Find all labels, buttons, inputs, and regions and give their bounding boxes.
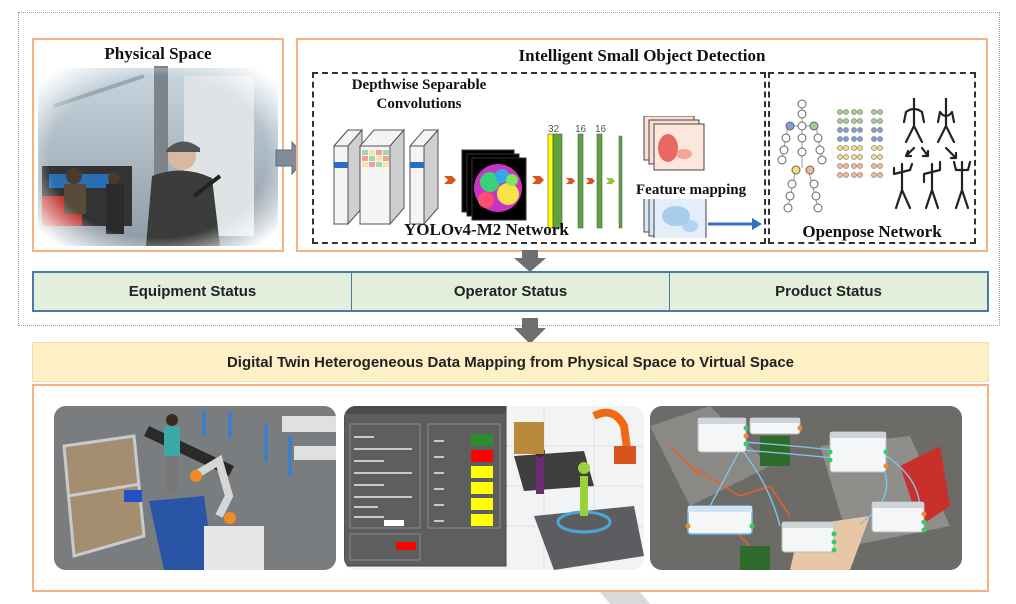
- layer-bar-out: [618, 135, 623, 229]
- flow-chevron-icon: [586, 178, 595, 184]
- graph-node: [749, 417, 803, 435]
- equipment-status-cell: Equipment Status: [34, 273, 352, 310]
- skeleton-keypoints: [777, 99, 827, 213]
- physical-space-title: Physical Space: [104, 44, 212, 63]
- detection-panel: Intelligent Small Object Detection Depth…: [296, 38, 988, 252]
- graph-node: [871, 501, 927, 533]
- status-indicator-4: [471, 498, 493, 510]
- layer-size-16b: 16: [595, 124, 607, 135]
- openpose-graphic: [777, 98, 972, 213]
- layer-bar-32: [552, 133, 563, 229]
- alarm-indicator: [396, 542, 416, 550]
- flow-chevron-icon: [532, 176, 544, 184]
- operator-status-cell: Operator Status: [352, 273, 670, 310]
- color-feature-maps: [461, 149, 527, 221]
- layer-size-32: 32: [548, 124, 560, 135]
- flow-chevron-icon: [606, 178, 615, 184]
- assembly-line-3d-scene: [54, 406, 336, 570]
- openpose-network-box: Openpose Network: [768, 72, 976, 244]
- blue-heatmap-stack: [643, 187, 707, 238]
- yolo-architecture-graphic: [332, 116, 762, 238]
- depthwise-title: Depthwise Separable Convolutions: [324, 76, 514, 114]
- feature-mapping-label: Feature mapping: [636, 182, 747, 199]
- graph-node: [697, 417, 749, 453]
- graph-node: [685, 505, 755, 535]
- factory-workers-photo: [38, 66, 278, 246]
- graph-node: [827, 431, 889, 473]
- openpose-network-label: Openpose Network: [802, 222, 942, 241]
- virtual-space-panel: [32, 384, 989, 592]
- depthwise-line2: Convolutions: [376, 96, 462, 112]
- depthwise-line1: Depthwise Separable: [351, 77, 487, 93]
- detection-title: Intelligent Small Object Detection: [518, 46, 766, 65]
- status-indicator-2: [471, 466, 493, 478]
- product-status-cell: Product Status: [775, 283, 882, 300]
- arrow-head-icon: [752, 218, 762, 230]
- layer-size-16a: 16: [575, 124, 587, 135]
- keypoint-pairs-grid: [837, 109, 883, 178]
- yolo-network-label: YOLOv4-M2 Network: [404, 220, 569, 239]
- physical-space-panel: Physical Space: [32, 38, 284, 252]
- physical-detection-frame: [18, 12, 1000, 326]
- down-arrow-icon: [514, 250, 546, 272]
- flow-chevron-icon: [566, 178, 575, 184]
- watermark-shape: [600, 592, 650, 604]
- layer-bar-16a: [577, 133, 584, 229]
- layer-bar-yellow: [547, 133, 554, 229]
- conv-block-1: [332, 128, 364, 226]
- status-indicator-1: [471, 450, 493, 462]
- status-indicator-3: [471, 482, 493, 494]
- down-arrow-icon: [514, 318, 546, 344]
- layer-bar-16b: [596, 133, 603, 229]
- graph-node: [781, 521, 837, 553]
- conv-block-2: [358, 128, 406, 226]
- node-graph-robot-cell-scene: [650, 406, 962, 570]
- status-indicator-5: [471, 514, 493, 526]
- status-indicator-0: [471, 434, 493, 446]
- mapping-banner: Digital Twin Heterogeneous Data Mapping …: [32, 342, 989, 382]
- status-monitor-panel-scene: [344, 406, 644, 570]
- yolo-network-box: Depthwise Separable Convolutions: [312, 72, 766, 244]
- pose-stick-figures: [892, 98, 972, 210]
- conv-block-3: [408, 128, 440, 226]
- red-heatmap-stack: [643, 116, 705, 171]
- status-bar: Equipment Status Operator Status Product…: [32, 271, 989, 312]
- flow-chevron-icon: [444, 176, 456, 184]
